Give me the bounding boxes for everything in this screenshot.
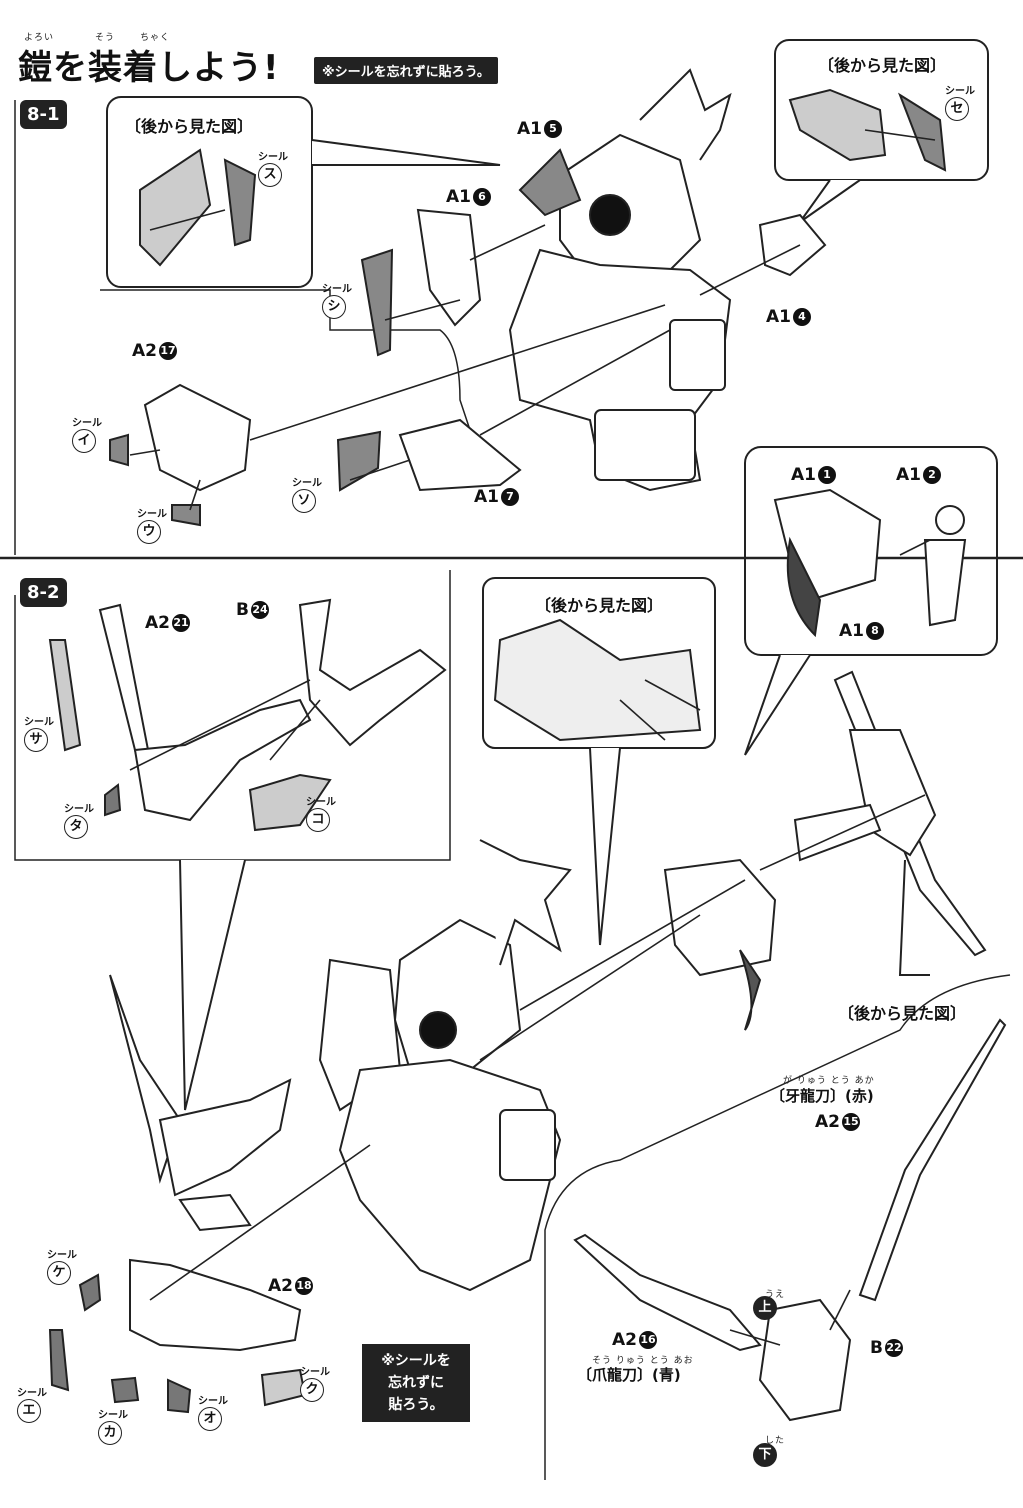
- step-8-2-badge: 8-2: [20, 578, 67, 607]
- seal-caption: シール: [72, 418, 102, 429]
- part-number: 24: [250, 601, 269, 619]
- robot-figure-2: [318, 839, 777, 1292]
- part-number: 8: [866, 622, 884, 640]
- sword-red-name: 〔牙龍刀〕(赤): [770, 1087, 874, 1105]
- seal-ta: シールタ: [64, 800, 94, 839]
- part-number: 4: [793, 308, 811, 326]
- seal-mark: シ: [322, 295, 346, 319]
- inset-box-a1: [744, 446, 998, 656]
- seal-mark: ソ: [292, 489, 316, 513]
- part-number: 2: [923, 466, 941, 484]
- sticker-notice-box: ※シールを 忘れずに 貼ろう。: [362, 1344, 470, 1422]
- seal-mark: サ: [24, 728, 48, 752]
- seal-o: シールオ: [198, 1392, 228, 1431]
- robot-figure-1: [508, 68, 732, 492]
- notice-line-3: 貼ろう。: [388, 1397, 444, 1413]
- part-number: 15: [842, 1113, 860, 1131]
- part-number: 21: [172, 614, 190, 632]
- part-number: 16: [639, 1331, 657, 1349]
- part-number: 5: [544, 120, 562, 138]
- step-8-1-badge: 8-1: [20, 100, 67, 129]
- up-marker: 上: [753, 1296, 777, 1320]
- title-ruby-1: よろい: [24, 33, 55, 43]
- seal-sa: シールサ: [24, 713, 54, 752]
- seal-caption: シール: [322, 284, 352, 295]
- title-ruby-3: ちゃく: [140, 33, 171, 43]
- title-ruby-2: そう: [95, 33, 116, 43]
- seal-su: シールス: [258, 148, 288, 187]
- seal-mark: ス: [258, 163, 282, 187]
- seal-caption: シール: [198, 1396, 228, 1407]
- seal-mark: エ: [17, 1399, 41, 1423]
- seal-mark: タ: [64, 815, 88, 839]
- notice-line-2: 忘れずに: [388, 1375, 444, 1391]
- seal-mark: イ: [72, 429, 96, 453]
- seal-caption: シール: [137, 509, 167, 520]
- seal-caption: シール: [47, 1250, 77, 1261]
- part-number: 7: [501, 488, 519, 506]
- down-ruby: した: [765, 1436, 786, 1446]
- seal-caption: シール: [945, 86, 975, 97]
- back-view-bubble-2: [774, 39, 989, 181]
- seal-mark: コ: [306, 808, 330, 832]
- back-view-bubble-1: [106, 96, 313, 288]
- page-title: 鎧を装着しよう!: [18, 48, 280, 88]
- seal-caption: シール: [300, 1367, 330, 1378]
- sword-red-ruby: が りゅう とう あか: [783, 1076, 875, 1086]
- seal-caption: シール: [17, 1388, 47, 1399]
- part-number: 17: [159, 342, 177, 360]
- seal-ka: シールカ: [98, 1406, 128, 1445]
- down-marker: 下: [753, 1443, 777, 1467]
- sword-blue-ruby: そう りゅう とう あお: [592, 1356, 694, 1366]
- back-view-title-1: 〔後から見た図〕: [125, 117, 254, 136]
- part-number: 6: [473, 188, 491, 206]
- sword-blue-name: 〔爪龍刀〕(青): [577, 1366, 681, 1384]
- seal-mark: ケ: [47, 1261, 71, 1285]
- up-ruby: うえ: [765, 1290, 786, 1300]
- seal-mark: セ: [945, 97, 969, 121]
- back-view-title-2: 〔後から見た図〕: [818, 56, 947, 75]
- seal-caption: シール: [98, 1410, 128, 1421]
- seal-caption: シール: [64, 804, 94, 815]
- seal-caption: シール: [258, 152, 288, 163]
- sticker-notice: ※シールを忘れずに貼ろう。: [314, 57, 498, 84]
- seal-se: シールセ: [945, 82, 975, 121]
- seal-ku: シールク: [300, 1363, 330, 1402]
- part-number: 18: [295, 1277, 313, 1295]
- seal-caption: シール: [292, 478, 322, 489]
- seal-ko: シールコ: [306, 793, 336, 832]
- seal-caption: シール: [306, 797, 336, 808]
- seal-mark: ク: [300, 1378, 324, 1402]
- seal-mark: オ: [198, 1407, 222, 1431]
- seal-ke: シールケ: [47, 1246, 77, 1285]
- seal-mark: カ: [98, 1421, 122, 1445]
- back-view-title-4: 〔後から見た図〕: [838, 1004, 967, 1023]
- notice-line-1: ※シールを: [381, 1353, 451, 1369]
- seal-shi: シールシ: [322, 280, 352, 319]
- seal-caption: シール: [24, 717, 54, 728]
- seal-e: シールエ: [17, 1384, 47, 1423]
- part-number: 1: [818, 466, 836, 484]
- back-view-title-3: 〔後から見た図〕: [535, 596, 664, 615]
- seal-so: シールソ: [292, 474, 322, 513]
- seal-u: シールウ: [137, 505, 167, 544]
- part-number: 22: [884, 1339, 903, 1357]
- seal-i: シールイ: [72, 414, 102, 453]
- seal-mark: ウ: [137, 520, 161, 544]
